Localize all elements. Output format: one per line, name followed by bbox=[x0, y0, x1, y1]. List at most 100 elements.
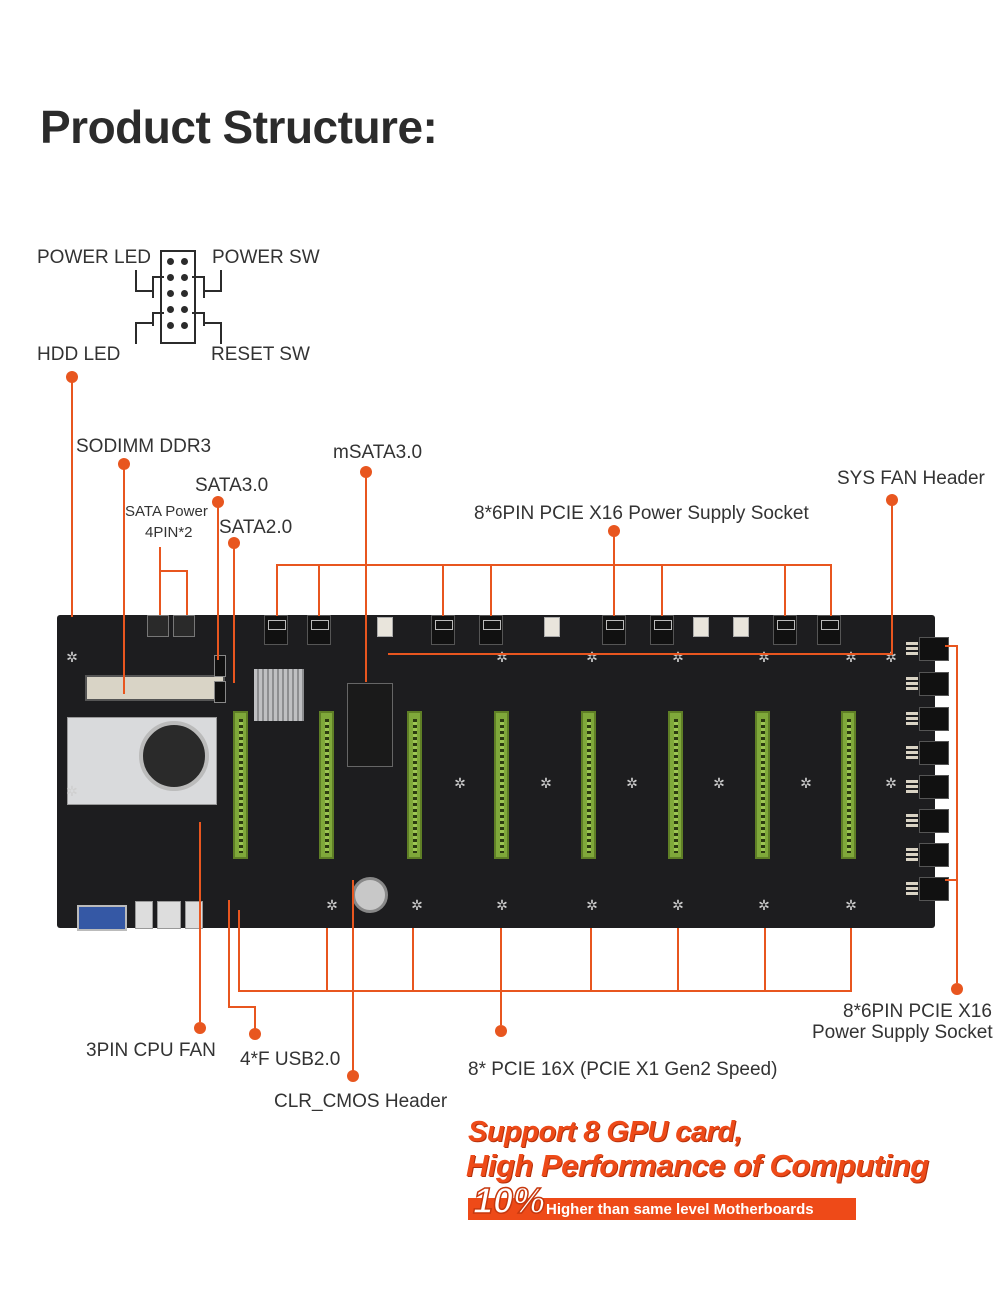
pcie-power-connector bbox=[906, 672, 949, 696]
callout-line bbox=[764, 928, 766, 990]
callout-line bbox=[490, 564, 492, 616]
pcie-power-connector bbox=[906, 809, 949, 833]
bracket-line bbox=[192, 312, 204, 314]
callout-line bbox=[365, 472, 367, 682]
callout-line bbox=[677, 928, 679, 990]
sodimm-slot bbox=[85, 675, 225, 701]
screw-icon: ✲ bbox=[66, 650, 78, 666]
screw-icon: ✲ bbox=[758, 650, 770, 666]
screw-icon: ✲ bbox=[758, 898, 770, 914]
pcie-power-connector bbox=[906, 877, 949, 901]
callout-line bbox=[956, 645, 958, 983]
callout-line bbox=[661, 564, 663, 616]
sodimm-label: SODIMM DDR3 bbox=[76, 436, 212, 457]
bracket-line bbox=[220, 270, 222, 292]
pcie-power-connector bbox=[817, 615, 841, 645]
pcie-power-connector bbox=[773, 615, 797, 645]
usb-port bbox=[135, 901, 153, 929]
callout-line bbox=[945, 879, 957, 881]
callout-line bbox=[590, 928, 592, 990]
bracket-line bbox=[135, 290, 153, 292]
screw-icon: ✲ bbox=[885, 776, 897, 792]
callout-line bbox=[442, 564, 444, 616]
bracket-line bbox=[135, 270, 137, 292]
sata2-label: SATA2.0 bbox=[219, 517, 293, 538]
callout-dot bbox=[194, 1022, 206, 1034]
bracket-line bbox=[152, 276, 164, 278]
pcie-power-connector bbox=[906, 775, 949, 799]
screw-icon: ✲ bbox=[454, 776, 466, 792]
screw-icon: ✲ bbox=[411, 898, 423, 914]
callout-line bbox=[228, 900, 230, 1008]
callout-line bbox=[891, 500, 893, 654]
pcie-power-right-label-1: 8*6PIN PCIE X16 bbox=[843, 1001, 992, 1022]
bracket-line bbox=[135, 322, 137, 344]
pcie-power-connector bbox=[602, 615, 626, 645]
callout-line bbox=[159, 570, 188, 572]
header-pin bbox=[167, 322, 174, 329]
pcie-power-top-label: 8*6PIN PCIE X16 Power Supply Socket bbox=[474, 503, 809, 524]
header-pin bbox=[181, 274, 188, 281]
callout-line bbox=[123, 464, 125, 694]
sata-power-connector bbox=[173, 615, 195, 637]
header-pin bbox=[181, 306, 188, 313]
callout-dot bbox=[347, 1070, 359, 1082]
pcie-slot bbox=[668, 711, 683, 859]
power-led-label: POWER LED bbox=[37, 247, 152, 268]
callout-line bbox=[412, 928, 414, 990]
screw-icon: ✲ bbox=[66, 784, 78, 800]
usb-port bbox=[185, 901, 203, 929]
lan-port bbox=[157, 901, 181, 929]
clr-cmos-label: CLR_CMOS Header bbox=[274, 1091, 448, 1112]
promo-headline-2: High Performance of Computing bbox=[466, 1148, 929, 1183]
screw-icon: ✲ bbox=[672, 898, 684, 914]
promo-tagline: Higher than same level Motherboards bbox=[546, 1201, 814, 1218]
callout-line bbox=[71, 377, 73, 617]
callout-line bbox=[784, 564, 786, 616]
pcie-slot bbox=[407, 711, 422, 859]
callout-line bbox=[233, 543, 235, 683]
header-pin bbox=[181, 258, 188, 265]
page-title: Product Structure: bbox=[40, 101, 438, 153]
screw-icon: ✲ bbox=[626, 776, 638, 792]
callout-line bbox=[850, 928, 852, 990]
pcie-slot bbox=[581, 711, 596, 859]
callout-line bbox=[254, 1006, 256, 1030]
pcie-slots-label: 8* PCIE 16X (PCIE X1 Gen2 Speed) bbox=[468, 1059, 778, 1080]
callout-line bbox=[318, 564, 320, 616]
pcie-power-right-label-2: Power Supply Socket bbox=[812, 1022, 993, 1043]
bracket-line bbox=[203, 276, 205, 298]
callout-line bbox=[238, 910, 240, 990]
bracket-line bbox=[204, 290, 222, 292]
fan-connector bbox=[693, 617, 709, 637]
callout-line bbox=[613, 531, 615, 565]
pcie-power-connector bbox=[906, 843, 949, 867]
bracket-line bbox=[192, 276, 204, 278]
callout-dot bbox=[249, 1028, 261, 1040]
callout-line bbox=[830, 564, 832, 616]
screw-icon: ✲ bbox=[540, 776, 552, 792]
pcie-power-connector bbox=[479, 615, 503, 645]
pcie-power-connector bbox=[431, 615, 455, 645]
screw-icon: ✲ bbox=[800, 776, 812, 792]
bracket-line bbox=[204, 322, 222, 324]
pcie-power-connector bbox=[906, 637, 949, 661]
chipset-heatsink bbox=[254, 669, 304, 721]
usb-label: 4*F USB2.0 bbox=[240, 1049, 341, 1070]
screw-icon: ✲ bbox=[586, 898, 598, 914]
cpu-fan bbox=[139, 721, 209, 791]
promo-percent: 10% bbox=[472, 1179, 546, 1222]
screw-icon: ✲ bbox=[496, 650, 508, 666]
header-pin bbox=[167, 274, 174, 281]
msata-slot bbox=[347, 683, 393, 767]
sata-power-connector bbox=[147, 615, 169, 637]
header-pin bbox=[167, 258, 174, 265]
header-pin bbox=[181, 322, 188, 329]
callout-line bbox=[352, 880, 354, 1072]
screw-icon: ✲ bbox=[326, 898, 338, 914]
callout-dot bbox=[951, 983, 963, 995]
header-pin bbox=[181, 290, 188, 297]
fan-connector bbox=[377, 617, 393, 637]
cpu-fan-label: 3PIN CPU FAN bbox=[86, 1040, 216, 1061]
screw-icon: ✲ bbox=[586, 650, 598, 666]
